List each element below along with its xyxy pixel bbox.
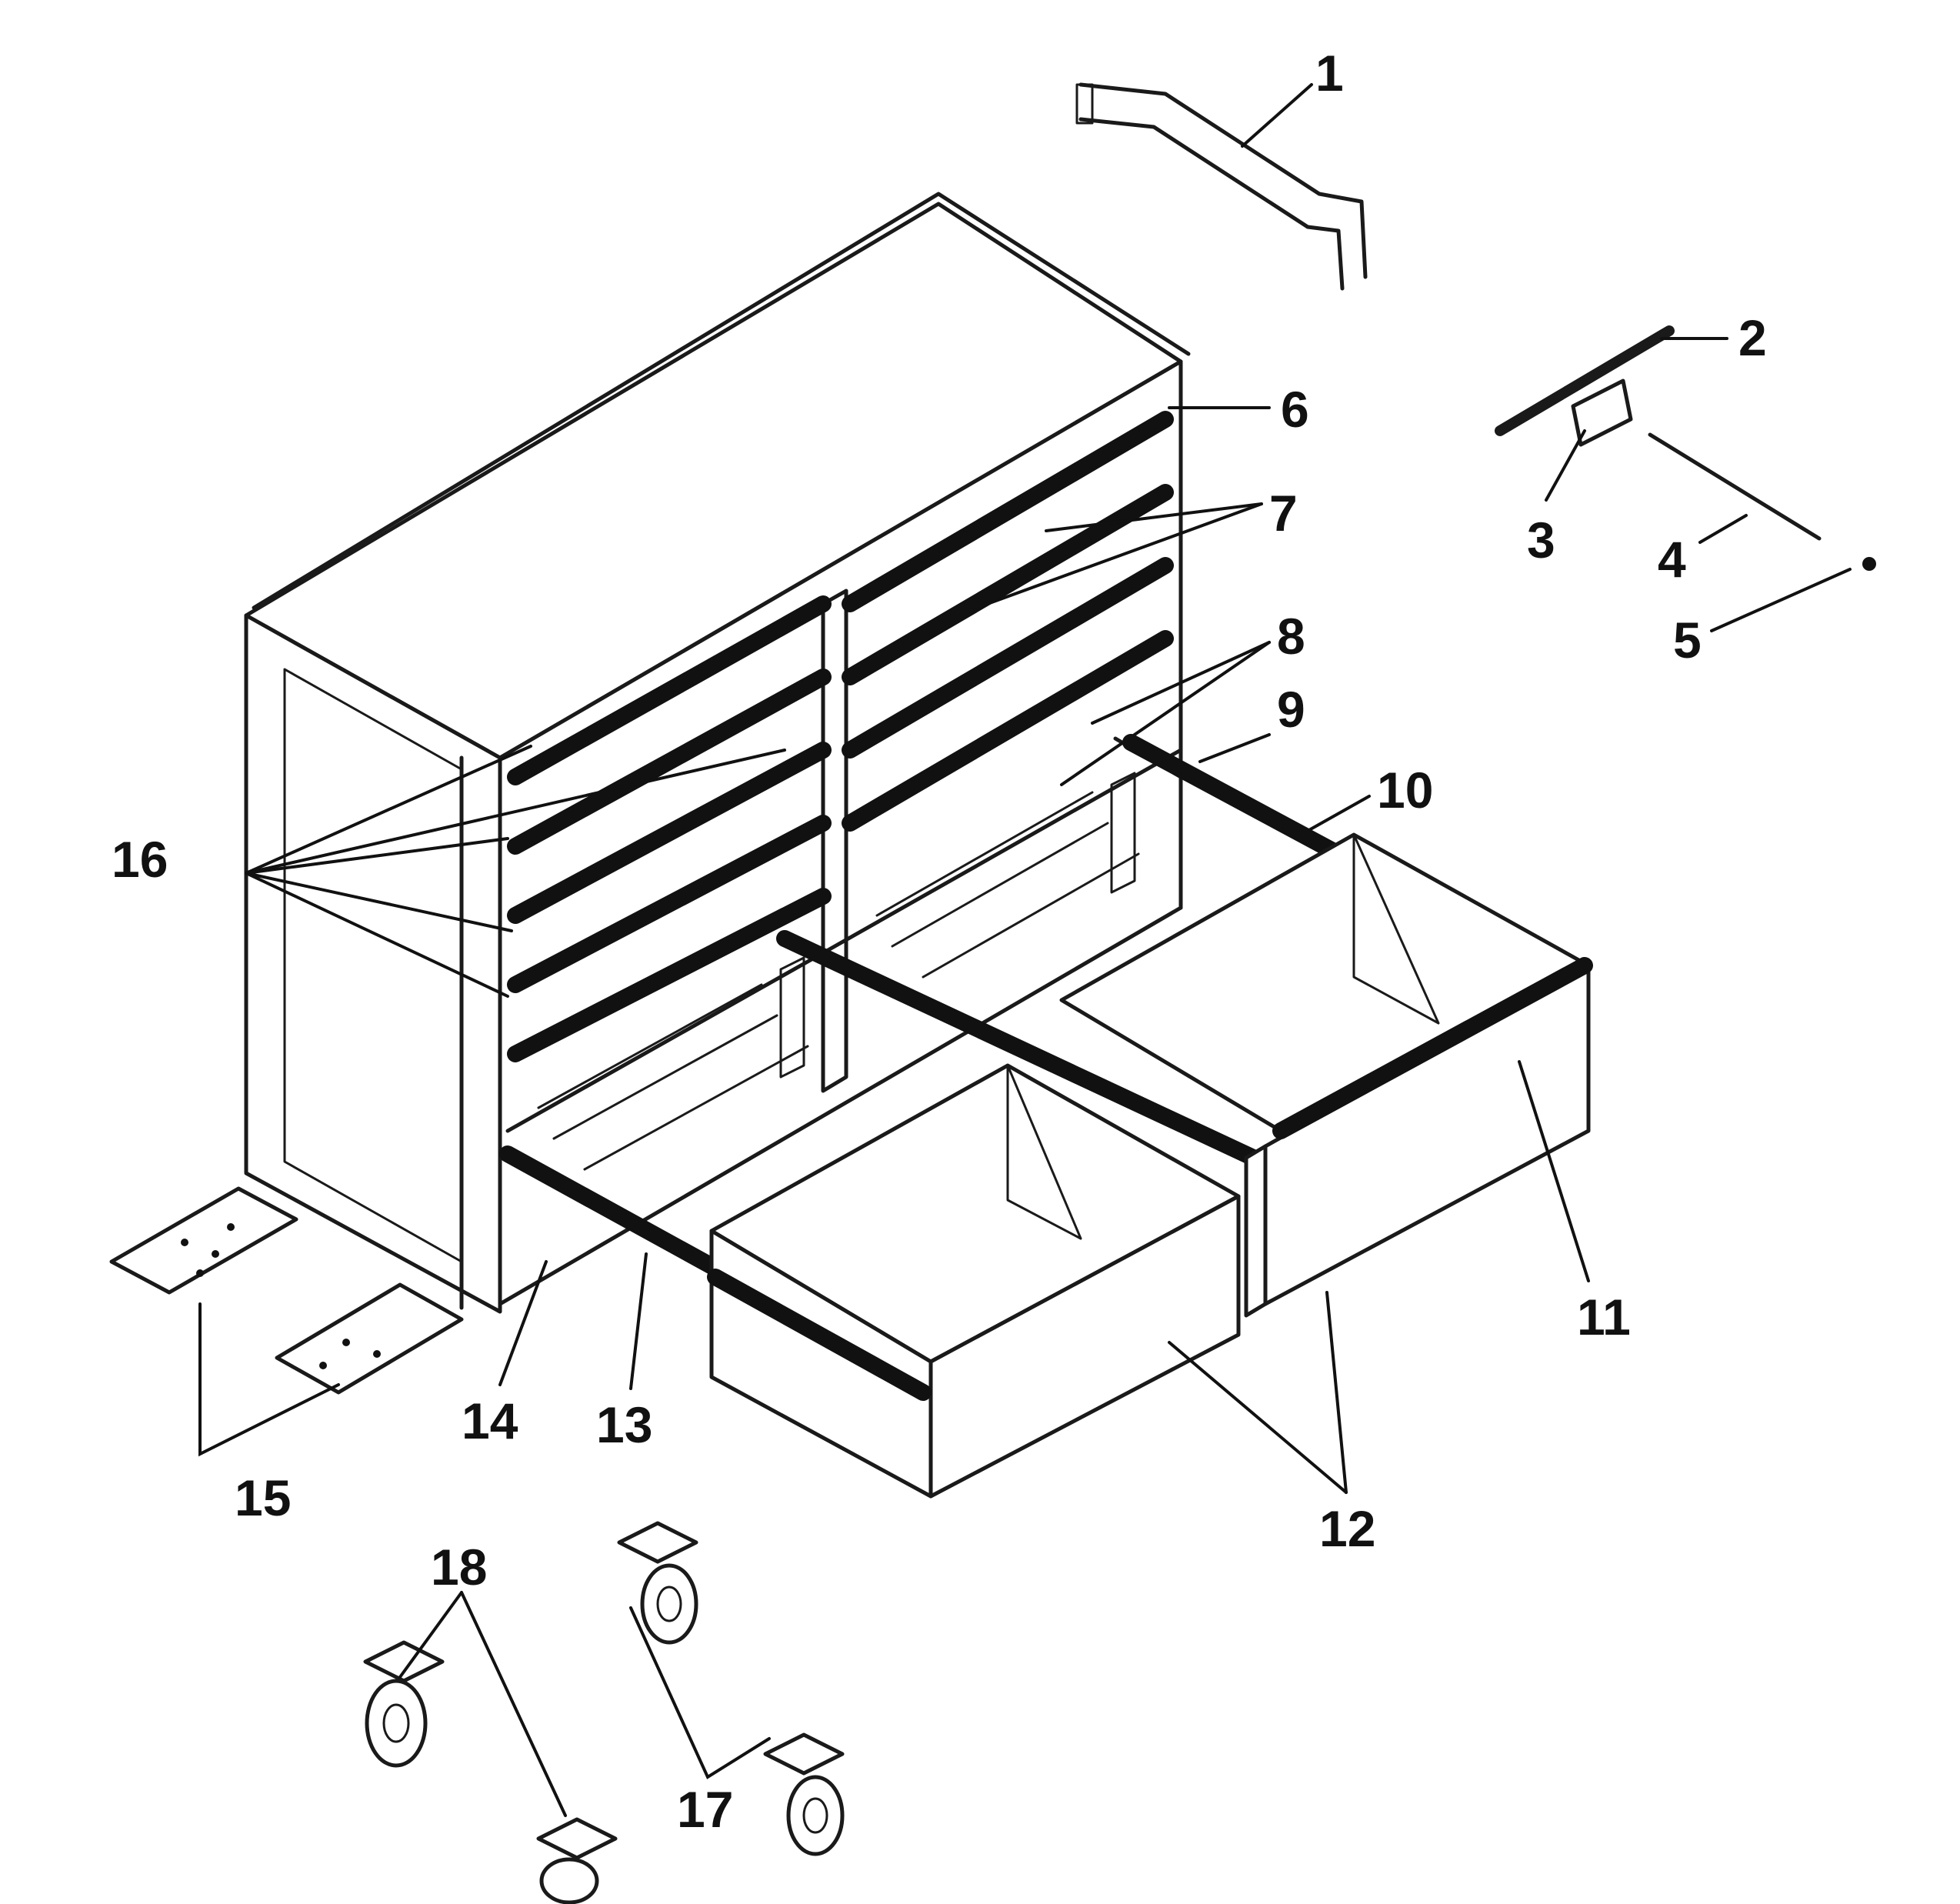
- part-1-bracket: [1078, 82, 1368, 279]
- left-drawer-slide: [707, 1269, 932, 1401]
- right-drawer-lip: [1272, 957, 1593, 1139]
- left-rail-4: [507, 815, 832, 993]
- cabinet-body: [244, 192, 1191, 1314]
- callout-15: 15: [235, 1469, 291, 1526]
- hardware-parts: [1075, 82, 1876, 571]
- callout-13: 13: [596, 1396, 652, 1453]
- right-rail-3: [842, 557, 1174, 759]
- part-5-screw: [1862, 557, 1876, 571]
- center-slide-rail: [776, 930, 1270, 1170]
- callout-2: 2: [1738, 309, 1767, 366]
- top-edge-trim: [252, 192, 1191, 610]
- left-rail-1: [507, 595, 832, 785]
- right-rail-4: [842, 630, 1174, 832]
- casters: [363, 1521, 845, 1904]
- right-drawer-bracket: [1244, 1144, 1268, 1318]
- left-rail-3: [507, 742, 832, 924]
- callout-16: 16: [112, 831, 168, 888]
- caster-plate-right: [275, 1282, 464, 1395]
- callout-14: 14: [462, 1392, 518, 1449]
- part-3-clip: [1571, 378, 1633, 447]
- lower-drawer-left: [707, 1063, 1241, 1499]
- caster-18b: [536, 1817, 618, 1904]
- callout-18: 18: [431, 1539, 487, 1596]
- callout-6: 6: [1281, 381, 1309, 438]
- right-rail-1: [842, 411, 1174, 612]
- callout-12: 12: [1319, 1500, 1375, 1557]
- left-slide-rail: [499, 1145, 747, 1289]
- left-drawer-front: [928, 1194, 1241, 1499]
- caster-18a: [363, 1640, 445, 1768]
- callout-9: 9: [1277, 681, 1305, 738]
- lower-drawer-right: [1059, 832, 1593, 1318]
- caster-17b: [763, 1732, 845, 1856]
- leader-lines: [198, 83, 1852, 1817]
- callout-3: 3: [1527, 512, 1555, 569]
- callout-8: 8: [1277, 608, 1305, 665]
- center-divider-post: [821, 589, 848, 1093]
- callout-7: 7: [1269, 485, 1298, 542]
- upper-drawer-rails: [507, 411, 1174, 1062]
- callout-17: 17: [677, 1781, 733, 1838]
- part-4-pin: [1648, 432, 1822, 541]
- caster-17a: [617, 1521, 698, 1645]
- right-slide-rail: [1122, 734, 1347, 862]
- callout-1: 1: [1315, 45, 1344, 102]
- callout-4: 4: [1658, 531, 1686, 588]
- caster-plates: [109, 1186, 464, 1395]
- caster-plate-left: [109, 1186, 298, 1295]
- left-rail-2: [507, 669, 832, 855]
- lower-frame-and-slides: [499, 734, 1347, 1289]
- callout-10: 10: [1377, 762, 1433, 819]
- callout-11: 11: [1577, 1289, 1631, 1345]
- part-2-rod: [1495, 325, 1675, 436]
- left-rail-5: [507, 888, 832, 1062]
- lower-back-edge: [505, 748, 1183, 1133]
- callout-5: 5: [1673, 612, 1702, 669]
- callout-labels: 1 2 3 4 5 6 7 8 9 10 11 12 13 14 15 16 1…: [112, 45, 1767, 1838]
